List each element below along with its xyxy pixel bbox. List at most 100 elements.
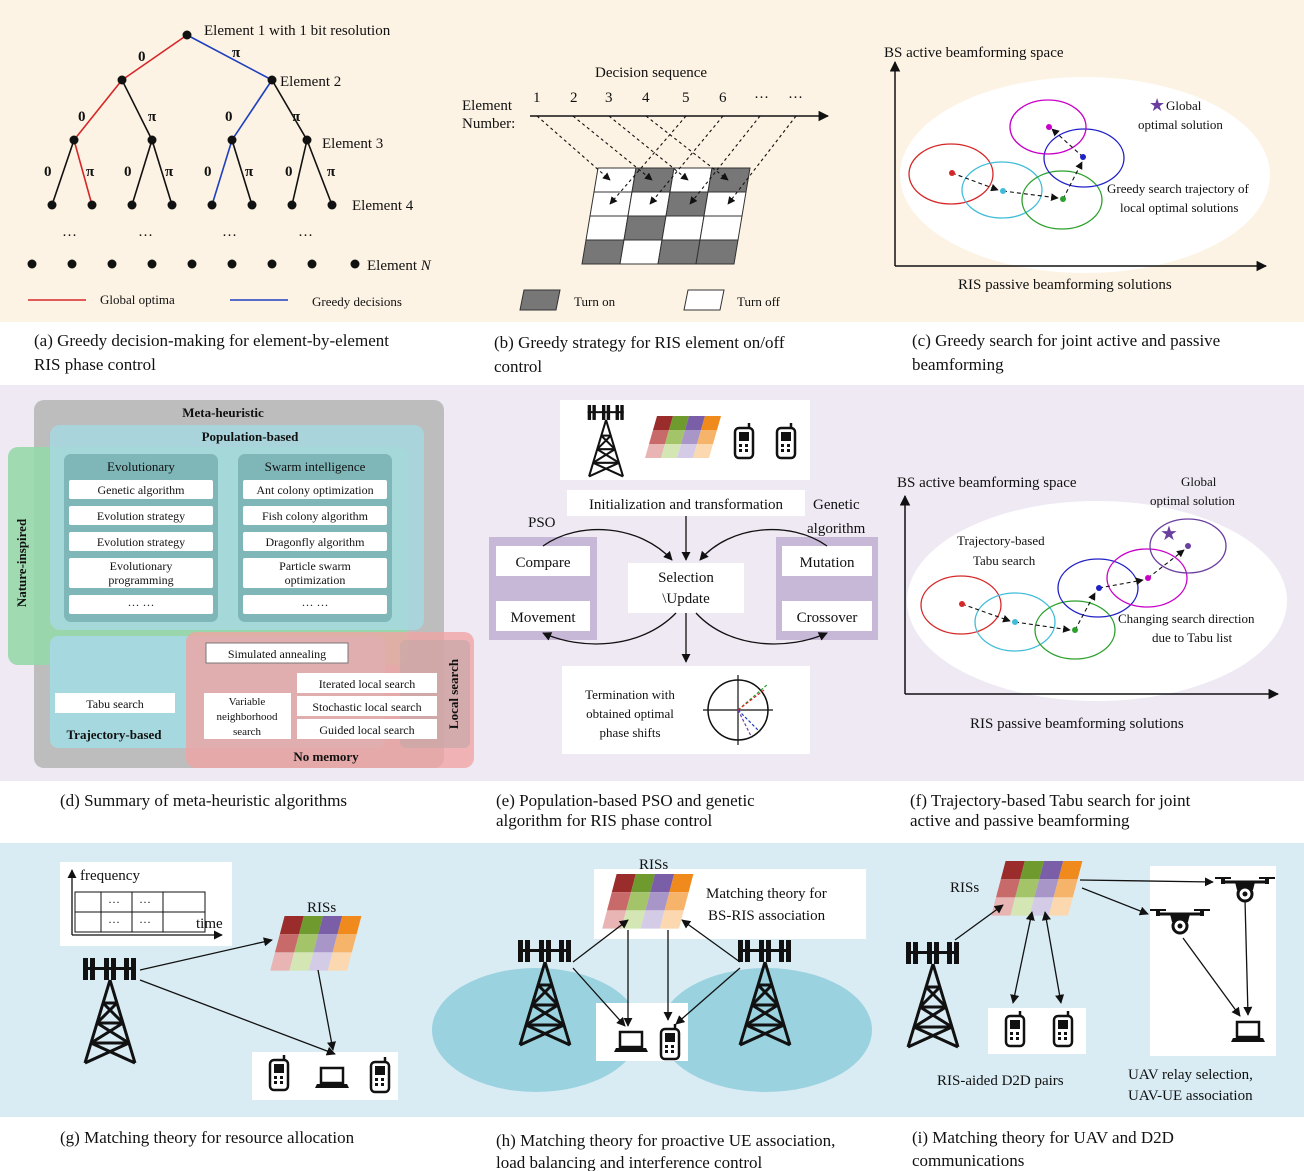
caption-a-line2: RIS phase control [34, 355, 156, 374]
termination-label-2: obtained optimal [586, 706, 674, 721]
branch-pi-label: π [292, 109, 301, 125]
algo-evolution-strategy: Evolution strategy [97, 509, 185, 523]
tabu-trajectory [961, 549, 1185, 633]
compare-label: Compare [516, 555, 571, 571]
legend-global-label: Global optima [100, 292, 175, 307]
algo-ellipsis: ··· ··· [128, 598, 155, 612]
algo-ant-colony: Ant colony optimization [256, 483, 373, 497]
change-direction-label-1: Changing search direction [1118, 611, 1255, 626]
panel-b: Decision sequence Element Number: 1 2 3 … [462, 65, 830, 376]
phone-icon [775, 421, 797, 460]
time-label: time [196, 916, 223, 932]
init-label: Initialization and transformation [589, 497, 784, 513]
panel-a: 0 π 0 π 0 π 0 π 0 π 0 π 0 π Element 1 wi… [27, 23, 432, 374]
tabu-search-box [55, 693, 175, 713]
vns-label-2: neighborhood [216, 711, 278, 723]
algo-stochastic-local: Stochastic local search [312, 700, 421, 714]
x-axis-label: RIS passive beamforming solutions [958, 277, 1172, 293]
algo-guided-local: Guided local search [319, 723, 414, 737]
tick-label: ··· [754, 90, 769, 106]
caption-a-line1: (a) Greedy decision-making for element-b… [34, 331, 389, 350]
nature-inspired-label: Nature-inspired [14, 518, 29, 607]
tree-nodes [27, 30, 360, 269]
resource-grid [74, 891, 206, 933]
phone-icon [369, 1055, 391, 1094]
search-trajectory [951, 128, 1084, 201]
ellipsis: ··· [298, 228, 313, 244]
branch-pi-label: π [148, 109, 157, 125]
algo-pso-1: Particle swarm [279, 559, 351, 573]
change-direction-label-2: due to Tabu list [1152, 630, 1232, 645]
vns-box [204, 693, 291, 739]
matching-label-2: BS-RIS association [708, 908, 826, 924]
termination-label-3: phase shifts [599, 725, 660, 740]
caption-d: (d) Summary of meta-heuristic algorithms [60, 791, 347, 810]
tick-label: 3 [605, 90, 613, 106]
tabu-search-label: Tabu search [86, 697, 143, 711]
element-n-label: Element N [367, 258, 432, 274]
ris-icon [270, 916, 362, 971]
phone-icon [268, 1053, 290, 1092]
branch-zero-label: 0 [285, 164, 293, 180]
trajectory-label-1: Greedy search trajectory of [1107, 181, 1250, 196]
global-label-2: optimal solution [1150, 493, 1235, 508]
element-4-label: Element 4 [352, 198, 414, 214]
simulated-annealing-label: Simulated annealing [228, 647, 326, 661]
tick-label: ··· [788, 90, 803, 106]
termination-label-1: Termination with [585, 687, 675, 702]
algo-genetic: Genetic algorithm [98, 483, 186, 497]
element-2-label: Element 2 [280, 74, 341, 90]
decision-arrows [536, 115, 797, 205]
algo-dragonfly: Dragonfly algorithm [266, 535, 366, 549]
element-number-label-2: Number: [462, 116, 515, 132]
legend-off-label: Turn off [737, 294, 781, 309]
frequency-label: frequency [80, 868, 140, 884]
branch-pi-label: π [232, 45, 241, 61]
link-arrows [954, 877, 1253, 1017]
update-label: \Update [662, 591, 710, 607]
algo-pso-2: optimization [285, 573, 346, 587]
algo-fish-colony: Fish colony algorithm [262, 509, 369, 523]
grid-dots: ··· [108, 915, 120, 929]
global-label-1: Global [1166, 98, 1202, 113]
laptop-icon [313, 1066, 351, 1090]
crossover-label: Crossover [797, 610, 858, 626]
legend-greedy-label: Greedy decisions [312, 294, 402, 309]
neighborhoods [908, 99, 1125, 230]
x-axis-label: RIS passive beamforming solutions [970, 716, 1184, 732]
star-icon: ★ [1160, 523, 1178, 545]
phone-icon [733, 421, 755, 460]
ellipsis: ··· [62, 228, 77, 244]
laptop-icon [612, 1030, 650, 1054]
ris-label: RISs [307, 900, 336, 916]
neighborhoods [920, 518, 1227, 660]
movement-label: Movement [511, 610, 577, 626]
phase-circle-icon [703, 675, 773, 745]
tick-label: 5 [682, 90, 690, 106]
population-based-label: Population-based [202, 429, 300, 444]
phone-icon [659, 1022, 681, 1061]
trajectory-points [949, 124, 1086, 202]
caption-b-line2: control [494, 357, 542, 376]
legend-off-swatch [683, 289, 725, 311]
algo-evo-programming-2: programming [108, 573, 173, 587]
panel-f: BS active beamforming space RIS passive … [897, 474, 1287, 830]
trajectory-points [959, 543, 1191, 633]
y-axis-label: BS active beamforming space [897, 475, 1077, 491]
grid-dots: ··· [139, 915, 151, 929]
caption-e-line1: (e) Population-based PSO and genetic [496, 791, 755, 810]
branch-pi-label: π [327, 164, 336, 180]
phone-icon [1052, 1009, 1074, 1048]
laptop-icon [1229, 1020, 1267, 1044]
panel-c: BS active beamforming space RIS passive … [884, 45, 1270, 374]
algo-ellipsis: ··· ··· [302, 598, 329, 612]
branch-zero-label: 0 [225, 109, 233, 125]
tick-label: 4 [642, 90, 650, 106]
star-icon: ★ [1149, 95, 1165, 115]
tabu-label-1: Trajectory-based [957, 533, 1045, 548]
d2d-label: RIS-aided D2D pairs [937, 1073, 1064, 1089]
algo-iterated-local: Iterated local search [319, 677, 416, 691]
caption-i-line2: communications [912, 1151, 1024, 1170]
grid-dots: ··· [108, 895, 120, 909]
